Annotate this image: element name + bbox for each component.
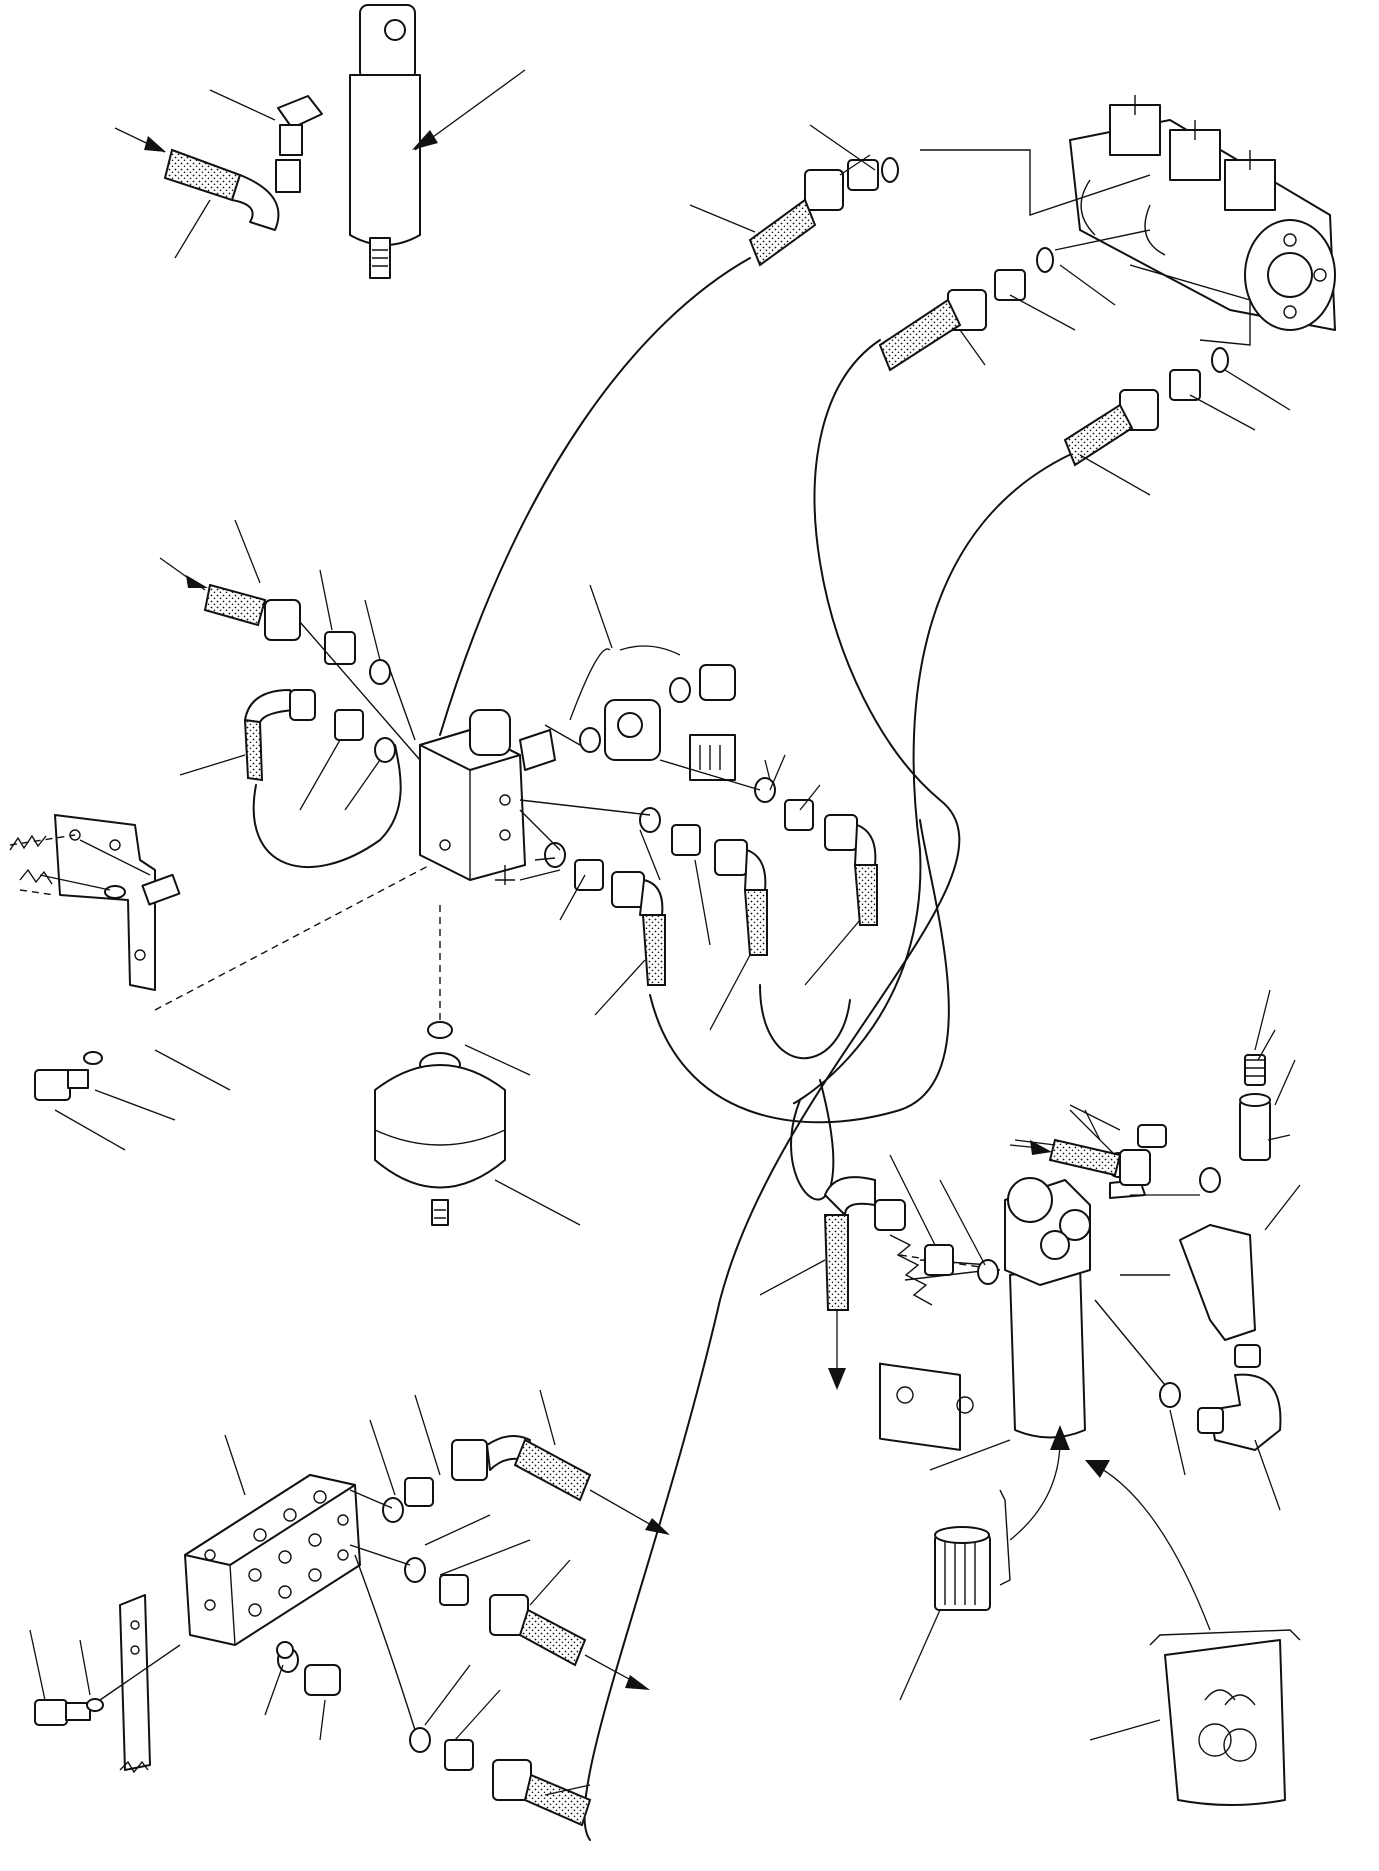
leaders-valve-right [519, 754, 861, 1031]
pump-fittings [748, 157, 1229, 467]
valve-block-assembly [419, 584, 736, 885]
cylinder-accumulator-top [163, 4, 421, 279]
flow-arrow-icon [144, 136, 166, 152]
main-hose-lines [252, 257, 1081, 1841]
hydraulic-pump-assembly [920, 95, 1336, 346]
filter-fittings [823, 1054, 1282, 1451]
distribution-manifold [34, 1435, 670, 1827]
flow-arrow-icon [186, 575, 208, 588]
diaphragm-accumulator [374, 900, 506, 1226]
leaders-manifold [29, 1389, 591, 1796]
leaders-filter [759, 989, 1301, 1741]
flow-arrow-icon [412, 130, 438, 150]
hydraulic-filter-assembly [879, 1177, 1301, 1806]
valve-inlet-fittings [203, 583, 421, 782]
leaders-valve-left [159, 519, 381, 811]
flow-arrow-icon [1030, 1140, 1052, 1155]
leaders-accumulator [464, 1044, 581, 1226]
leaders-bracket [39, 839, 431, 1151]
mounting-bracket-left [9, 814, 181, 1101]
valve-outlet-fittings [519, 759, 878, 986]
leaders-top-right [689, 124, 1291, 496]
